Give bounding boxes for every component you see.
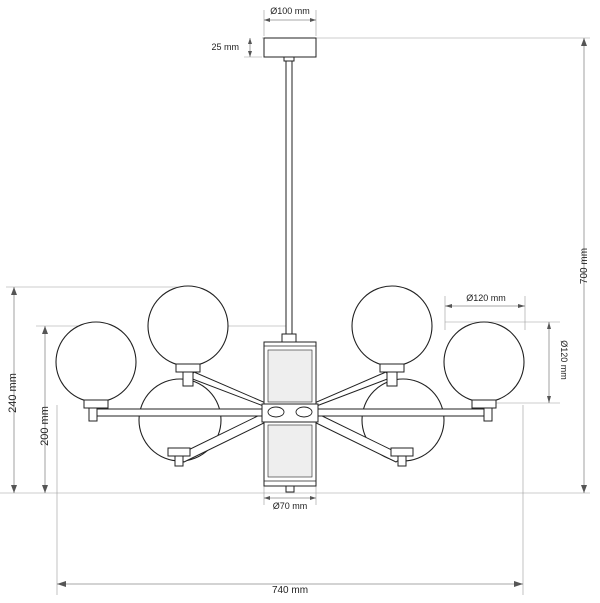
total-width-label: 740 mm bbox=[272, 585, 308, 596]
lower-right-socket-cap bbox=[397, 455, 407, 467]
canopy-diameter-label: Ø100 mm bbox=[270, 6, 310, 16]
globe-diameter-horizontal-label: Ø120 mm bbox=[466, 293, 506, 303]
outer-left-socket bbox=[83, 399, 109, 409]
extension-lines bbox=[0, 10, 590, 595]
lower-shade-panel bbox=[267, 424, 313, 478]
total-height-label: 700 mm bbox=[579, 248, 590, 284]
outer-left-globe bbox=[55, 321, 137, 403]
lower-right-socket bbox=[390, 447, 414, 457]
globe-diameter-vertical-label: Ø120 mm bbox=[559, 340, 569, 380]
upper-arms bbox=[182, 371, 398, 411]
body-height-label: 240 mm bbox=[7, 373, 19, 413]
ceiling-canopy bbox=[263, 37, 317, 58]
outer-right-socket bbox=[471, 399, 497, 409]
upper-left-socket-cap bbox=[182, 371, 194, 387]
dim-globe-diameter-horizontal bbox=[445, 304, 525, 308]
arm-height-label: 200 mm bbox=[39, 406, 51, 446]
rod-coupler bbox=[281, 333, 297, 343]
dim-canopy-diameter bbox=[264, 18, 316, 22]
dim-total-height bbox=[581, 38, 587, 493]
canopy-assembly bbox=[263, 37, 317, 343]
left-horizontal-arm bbox=[95, 408, 273, 417]
dim-arm-height bbox=[42, 326, 48, 493]
bottom-finial bbox=[285, 485, 295, 493]
canopy-collar bbox=[283, 56, 295, 62]
right-horizontal-arm bbox=[307, 408, 485, 417]
dim-canopy-height bbox=[248, 38, 252, 57]
inner-right-socket bbox=[379, 363, 405, 373]
dim-body-height bbox=[11, 287, 17, 493]
upper-right-socket-cap bbox=[386, 371, 398, 387]
central-body bbox=[261, 341, 319, 493]
inner-left-globe bbox=[147, 285, 229, 367]
outer-right-globe bbox=[443, 321, 525, 403]
suspension-rod bbox=[285, 60, 293, 342]
front-globes bbox=[55, 285, 525, 409]
lower-left-socket bbox=[167, 447, 191, 457]
left-arm-end bbox=[88, 406, 98, 422]
upper-shade-panel bbox=[267, 349, 313, 403]
canopy-height-label: 25 mm bbox=[211, 42, 239, 52]
dim-center-diameter bbox=[264, 496, 316, 500]
inner-right-globe bbox=[351, 285, 433, 367]
center-diameter-label: Ø70 mm bbox=[273, 501, 308, 511]
inner-left-socket bbox=[175, 363, 201, 373]
lower-left-socket-cap bbox=[174, 455, 184, 467]
dim-total-width bbox=[57, 581, 523, 587]
hub-right-joint bbox=[295, 406, 313, 418]
right-arm-end bbox=[483, 406, 493, 422]
dim-globe-diameter-vertical bbox=[547, 322, 551, 403]
hub-left-joint bbox=[267, 406, 285, 418]
